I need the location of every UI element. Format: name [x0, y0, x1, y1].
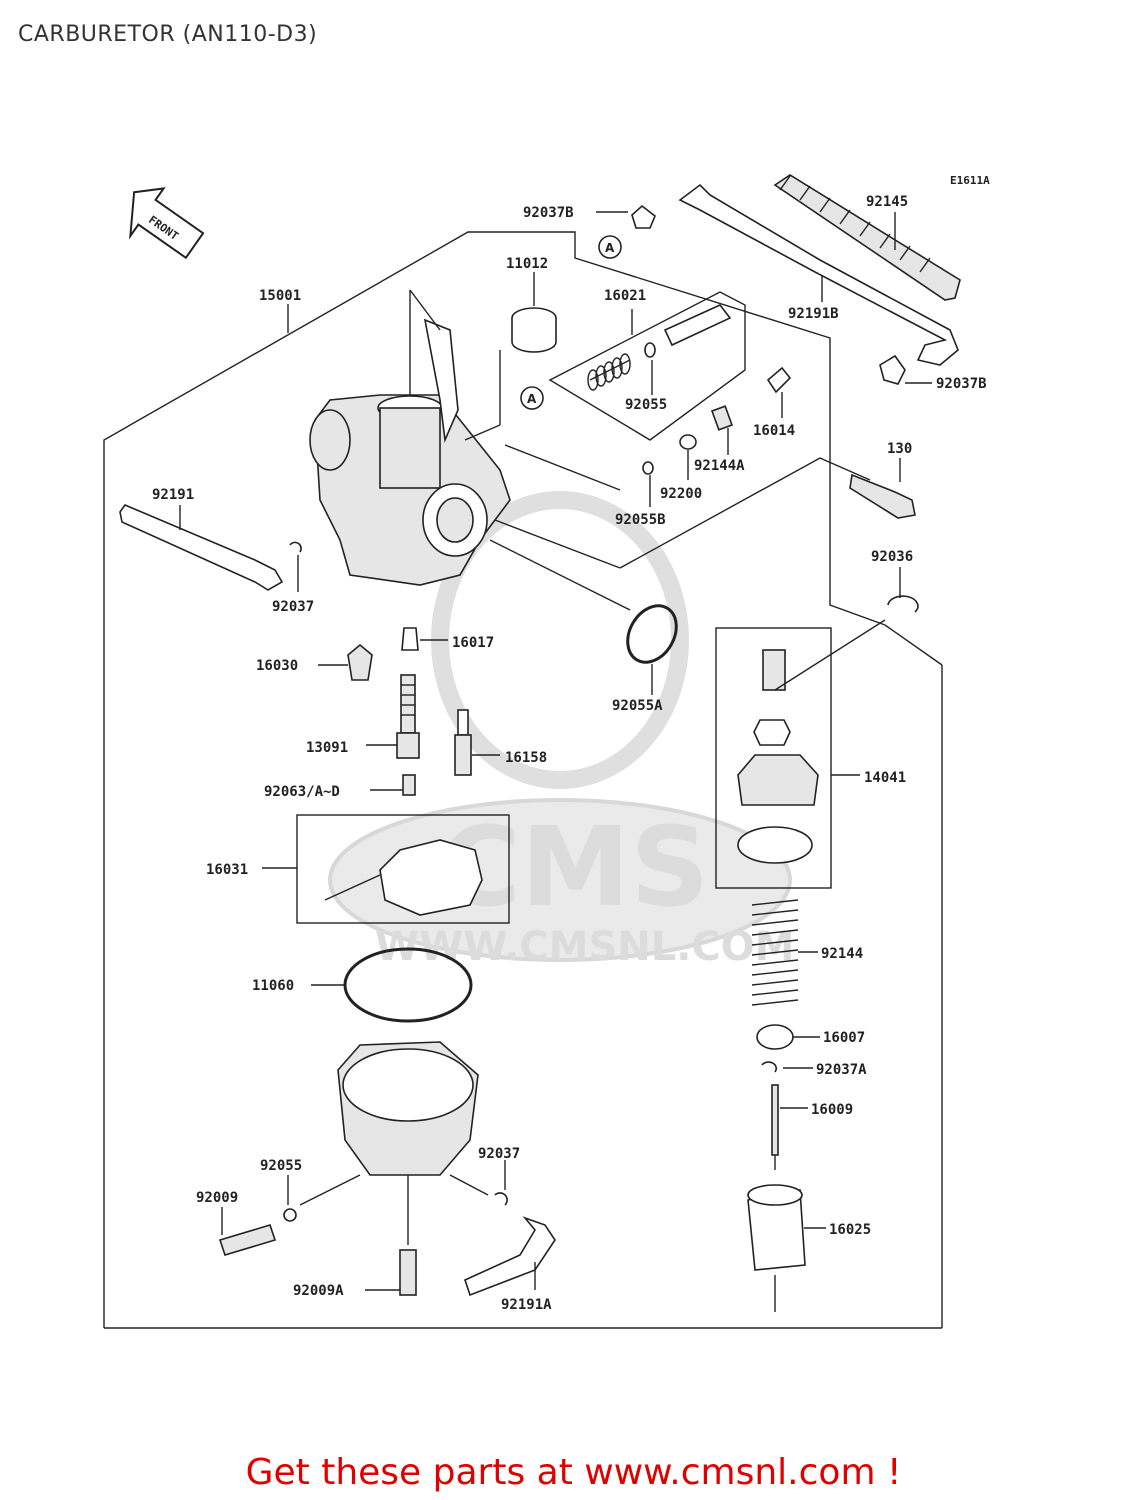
part-label-92037b-right[interactable]: 92037B	[936, 376, 987, 392]
assembly-outline	[103, 231, 943, 1329]
part-label-16030[interactable]: 16030	[256, 658, 298, 674]
part-label-16014[interactable]: 16014	[753, 423, 795, 439]
part-label-130[interactable]: 130	[887, 441, 912, 457]
part-label-13091[interactable]: 13091	[306, 740, 348, 756]
part-label-92055b[interactable]: 92055B	[615, 512, 666, 528]
part-labels: 92037B 92145 11012 16021 15001 92191B 92…	[152, 194, 987, 1313]
part-label-92009a[interactable]: 92009A	[293, 1283, 344, 1299]
part-label-92191[interactable]: 92191	[152, 487, 194, 503]
part-16031-illustration	[296, 814, 510, 924]
part-label-92037b-top[interactable]: 92037B	[523, 205, 574, 221]
part-label-92200[interactable]: 92200	[660, 486, 702, 502]
footer-promo: Get these parts at www.cmsnl.com !	[0, 1452, 1147, 1493]
part-label-16021[interactable]: 16021	[604, 288, 646, 304]
part-label-16007[interactable]: 16007	[823, 1030, 865, 1046]
part-92055a-illustration	[489, 539, 678, 695]
part-label-16009[interactable]: 16009	[811, 1102, 853, 1118]
figure-code: E1611A	[950, 174, 990, 187]
part-label-92191b[interactable]: 92191B	[788, 306, 839, 322]
jet-parts	[347, 627, 472, 796]
part-label-16025[interactable]: 16025	[829, 1222, 871, 1238]
front-arrow-icon: FRONT	[129, 187, 205, 260]
part-label-92036[interactable]: 92036	[871, 549, 913, 565]
part-label-92145[interactable]: 92145	[866, 194, 908, 210]
part-label-92009[interactable]: 92009	[196, 1190, 238, 1206]
ref-mark-a-1: A	[605, 241, 615, 255]
part-label-92063-a-d[interactable]: 92063/A~D	[264, 784, 340, 800]
footer-link[interactable]: Get these parts at www.cmsnl.com !	[245, 1452, 902, 1493]
part-label-15001[interactable]: 15001	[259, 288, 301, 304]
watermark-brand: CMS	[440, 803, 709, 931]
ref-mark-a-2: A	[527, 392, 537, 406]
carburetor-body	[309, 289, 511, 586]
page-title: CARBURETOR (AN110-D3)	[18, 22, 318, 47]
part-label-16158[interactable]: 16158	[505, 750, 547, 766]
part-label-11060[interactable]: 11060	[252, 978, 294, 994]
watermark-url: WWW.CMSNL.COM	[375, 924, 795, 970]
cmsnl-watermark: CMS WWW.CMSNL.COM	[328, 491, 795, 970]
part-92191-illustration	[119, 504, 302, 591]
part-label-92144a[interactable]: 92144A	[694, 458, 745, 474]
drain-parts	[218, 1192, 556, 1297]
part-label-11012[interactable]: 11012	[506, 256, 548, 272]
part-label-92055-top[interactable]: 92055	[625, 397, 667, 413]
part-label-14041[interactable]: 14041	[864, 770, 906, 786]
part-label-92191a[interactable]: 92191A	[501, 1297, 552, 1313]
carburetor-exploded-diagram: CMS WWW.CMSNL.COM E1611A FRONT	[103, 174, 990, 1329]
throttle-slide-parts	[715, 619, 886, 1312]
float-chamber-illustration	[299, 1041, 489, 1296]
part-label-92055a[interactable]: 92055A	[612, 698, 663, 714]
part-label-92055-bottom[interactable]: 92055	[260, 1158, 302, 1174]
part-label-16031[interactable]: 16031	[206, 862, 248, 878]
part-label-92037a[interactable]: 92037A	[816, 1062, 867, 1078]
air-screw-parts	[642, 366, 919, 613]
part-16021-illustration	[587, 304, 732, 391]
part-label-92037-bottom[interactable]: 92037	[478, 1146, 520, 1162]
part-label-92144[interactable]: 92144	[821, 946, 863, 962]
part-label-16017[interactable]: 16017	[452, 635, 494, 651]
part-label-92037-left[interactable]: 92037	[272, 599, 314, 615]
fuel-hoses	[520, 174, 961, 410]
part-11012-illustration	[464, 272, 557, 441]
